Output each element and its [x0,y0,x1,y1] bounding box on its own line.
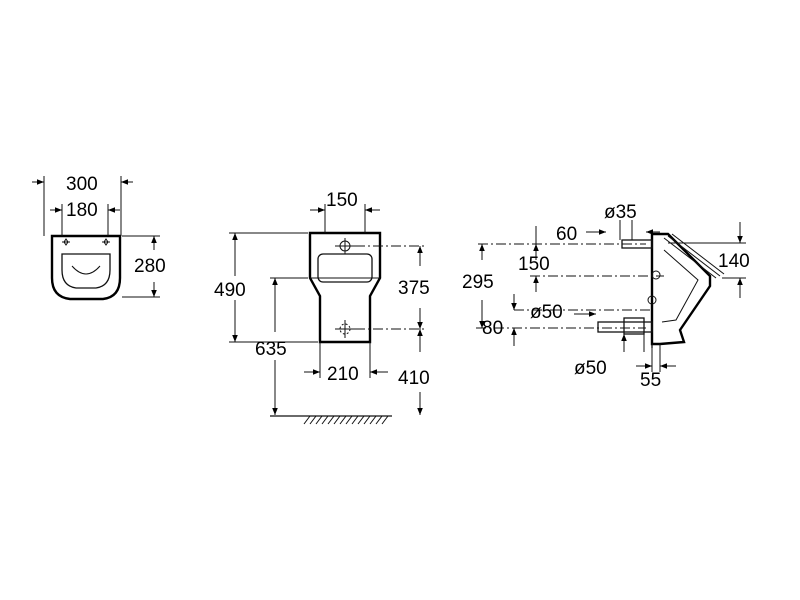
dim-offset-150: 150 [518,254,550,275]
dim-base-width: 210 [327,364,359,385]
inlet-symbol-icon [335,238,355,254]
dim-height-floor: 635 [255,339,287,360]
outlet-coupling [623,317,645,335]
dim-height-lower: 410 [398,368,430,389]
dim-inlet-offset: 60 [556,224,577,245]
urinal-side-inner [661,249,699,323]
dim-depth-top: 140 [718,251,750,272]
dim-offset-295: 295 [462,272,494,293]
dim-width-inner: 180 [66,200,98,221]
center-view: 150 490 375 635 210 410 [214,190,430,425]
dim-height-total: 490 [214,280,246,301]
dim-inlet-diameter: ø35 [604,202,637,223]
outlet-symbol-icon [335,320,355,338]
front-view: 300 180 280 [32,174,166,301]
urinal-front-bowl [71,265,101,275]
side-view: ø35 60 140 150 295 ø50 80 ø50 [462,202,750,391]
dim-depth-bottom: 55 [640,370,661,391]
fixing-icon [651,270,661,280]
dim-width-outer: 300 [66,174,98,195]
dim-outlet-diameter-lower: ø50 [574,358,607,379]
outlet-pipe [597,321,653,333]
fixing-icon [647,295,657,305]
urinal-front-outline [50,234,122,301]
dim-height-upper: 375 [398,278,430,299]
dim-outlet-diameter: ø50 [530,302,563,323]
dim-offset-80: 80 [482,318,503,339]
dim-height: 280 [134,256,166,277]
urinal-front-basin [61,253,111,289]
dim-top-width: 150 [326,190,358,211]
urinal-side-outline [650,232,712,346]
mounting-hole-icon [62,238,110,246]
floor-hatch [303,415,389,425]
